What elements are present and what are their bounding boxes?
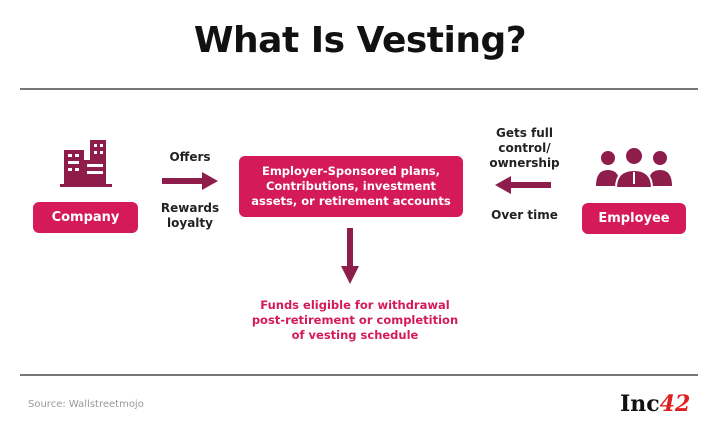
company-label: Company: [51, 210, 120, 225]
over-time-label: Over time: [491, 208, 558, 222]
right-arrow-icon: [162, 172, 218, 190]
employee-box: Employee: [582, 203, 686, 234]
left-arrow-icon: [495, 176, 551, 194]
employee-label: Employee: [598, 211, 670, 226]
people-group-icon: [596, 146, 672, 188]
gets-full-control-label: Gets full control/ ownership: [489, 126, 560, 170]
rewards-loyalty-label: Rewards loyalty: [160, 201, 220, 230]
inc42-logo: Inc42: [620, 391, 691, 417]
offers-label: Offers: [169, 150, 211, 164]
company-box: Company: [33, 202, 138, 233]
top-divider: [20, 88, 698, 90]
buildings-icon: [60, 140, 112, 187]
source-text: Source: Wallstreetmojo: [28, 399, 144, 410]
down-arrow-icon: [341, 228, 359, 284]
page-title: What Is Vesting?: [193, 20, 527, 61]
bottom-divider: [20, 374, 698, 376]
vesting-assets-box: Employer-Sponsored plans, Contributions,…: [239, 156, 463, 217]
result-text: Funds eligible for withdrawal post-retir…: [251, 298, 459, 342]
